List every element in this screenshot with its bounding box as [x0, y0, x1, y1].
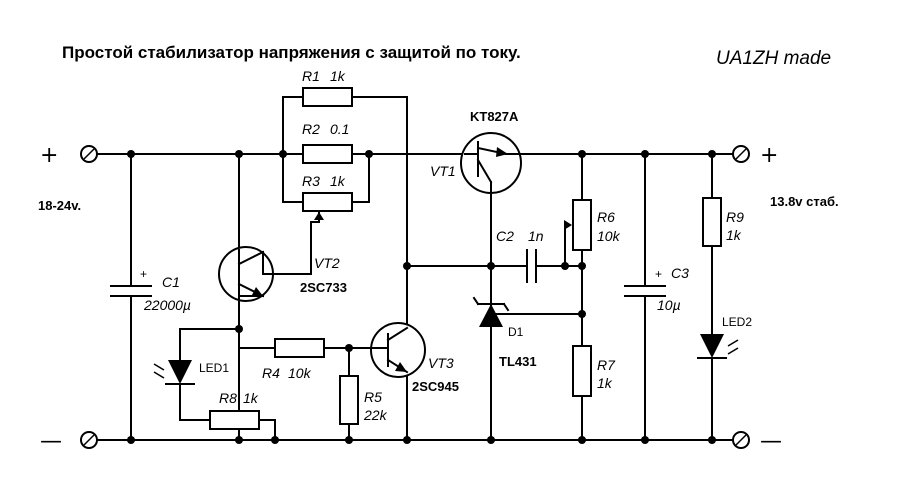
sense-network-wires — [282, 96, 408, 441]
vt3-ref: VT3 — [428, 355, 454, 371]
capacitor-c1: + — [110, 153, 152, 441]
r6-wiper-arrow — [564, 220, 572, 230]
r5-ref: R5 — [364, 389, 382, 405]
r3-wiper-arrow — [314, 212, 324, 220]
capacitor-c3: + — [624, 153, 666, 441]
r9-ref: R9 — [726, 209, 744, 225]
c1-value: 22000µ — [143, 297, 191, 313]
led1-ref: LED1 — [199, 361, 229, 375]
output-minus-terminal[interactable] — [732, 431, 750, 449]
d1-type: TL431 — [499, 354, 537, 369]
divider-wires — [490, 153, 583, 441]
c1-ref: C1 — [162, 274, 180, 290]
transistor-vt3 — [369, 322, 426, 378]
r6-value: 10k — [597, 228, 621, 244]
led1-diode — [153, 360, 195, 385]
svg-text:+: + — [655, 267, 662, 281]
input-plus-terminal[interactable] — [80, 145, 98, 163]
input-minus-terminal[interactable] — [80, 431, 98, 449]
transistor-vt2 — [218, 153, 312, 441]
r6-ref: R6 — [597, 209, 615, 225]
output-voltage-label: 13.8v стаб. — [770, 194, 839, 209]
r5-value: 22k — [363, 407, 388, 423]
r2-ref: R2 — [302, 121, 320, 137]
c2-value: 1n — [528, 228, 544, 244]
input-minus-sign: — — [40, 429, 62, 454]
r1-value: 1k — [330, 68, 346, 84]
r1-ref: R1 — [302, 68, 320, 84]
r9-value: 1k — [726, 227, 742, 243]
r7-ref: R7 — [597, 357, 616, 373]
transistor-vt1 — [460, 132, 522, 441]
junction-dots — [127, 150, 716, 444]
vt1-type: KT827A — [470, 109, 519, 124]
output-plus-sign: + — [760, 143, 778, 168]
r3-ref: R3 — [302, 173, 320, 189]
schematic-title: Простой стабилизатор напряжения с защито… — [62, 43, 521, 62]
r3-value: 1k — [330, 173, 346, 189]
resistor-r6-trimmer — [572, 199, 592, 251]
led2-ref: LED2 — [722, 315, 752, 329]
author-credit: UA1ZH made — [716, 48, 831, 69]
c3-ref: C3 — [671, 265, 689, 281]
c2-ref: C2 — [496, 228, 514, 244]
r4-value: 10k — [288, 365, 312, 381]
resistor-r5 — [339, 375, 359, 425]
r8-ref: R8 — [219, 390, 237, 406]
output-plus-terminal[interactable] — [732, 145, 750, 163]
vt2-ref: VT2 — [314, 255, 340, 271]
resistor-r4 — [274, 338, 325, 358]
resistor-r8 — [209, 410, 260, 430]
r7-value: 1k — [597, 375, 613, 391]
vt2-type: 2SC733 — [300, 280, 347, 295]
r4-ref: R4 — [262, 365, 280, 381]
c3-value: 10µ — [657, 297, 681, 313]
d1-ref: D1 — [508, 325, 524, 339]
zener-d1 — [472, 296, 510, 327]
resistor-r3-trimmer — [302, 192, 353, 212]
output-minus-sign: — — [760, 429, 782, 454]
vt1-ref: VT1 — [430, 163, 456, 179]
resistor-r7 — [572, 345, 592, 397]
r2-value: 0.1 — [330, 121, 349, 137]
resistor-r9 — [702, 197, 722, 247]
input-voltage-label: 18-24v. — [38, 198, 81, 213]
r8-value: 1k — [243, 390, 259, 406]
resistor-r1 — [302, 87, 353, 107]
resistor-r2 — [302, 144, 353, 164]
svg-text:+: + — [140, 267, 147, 281]
vt3-type: 2SC945 — [412, 379, 459, 394]
led2-diode — [697, 334, 739, 359]
input-plus-sign: + — [40, 143, 58, 168]
